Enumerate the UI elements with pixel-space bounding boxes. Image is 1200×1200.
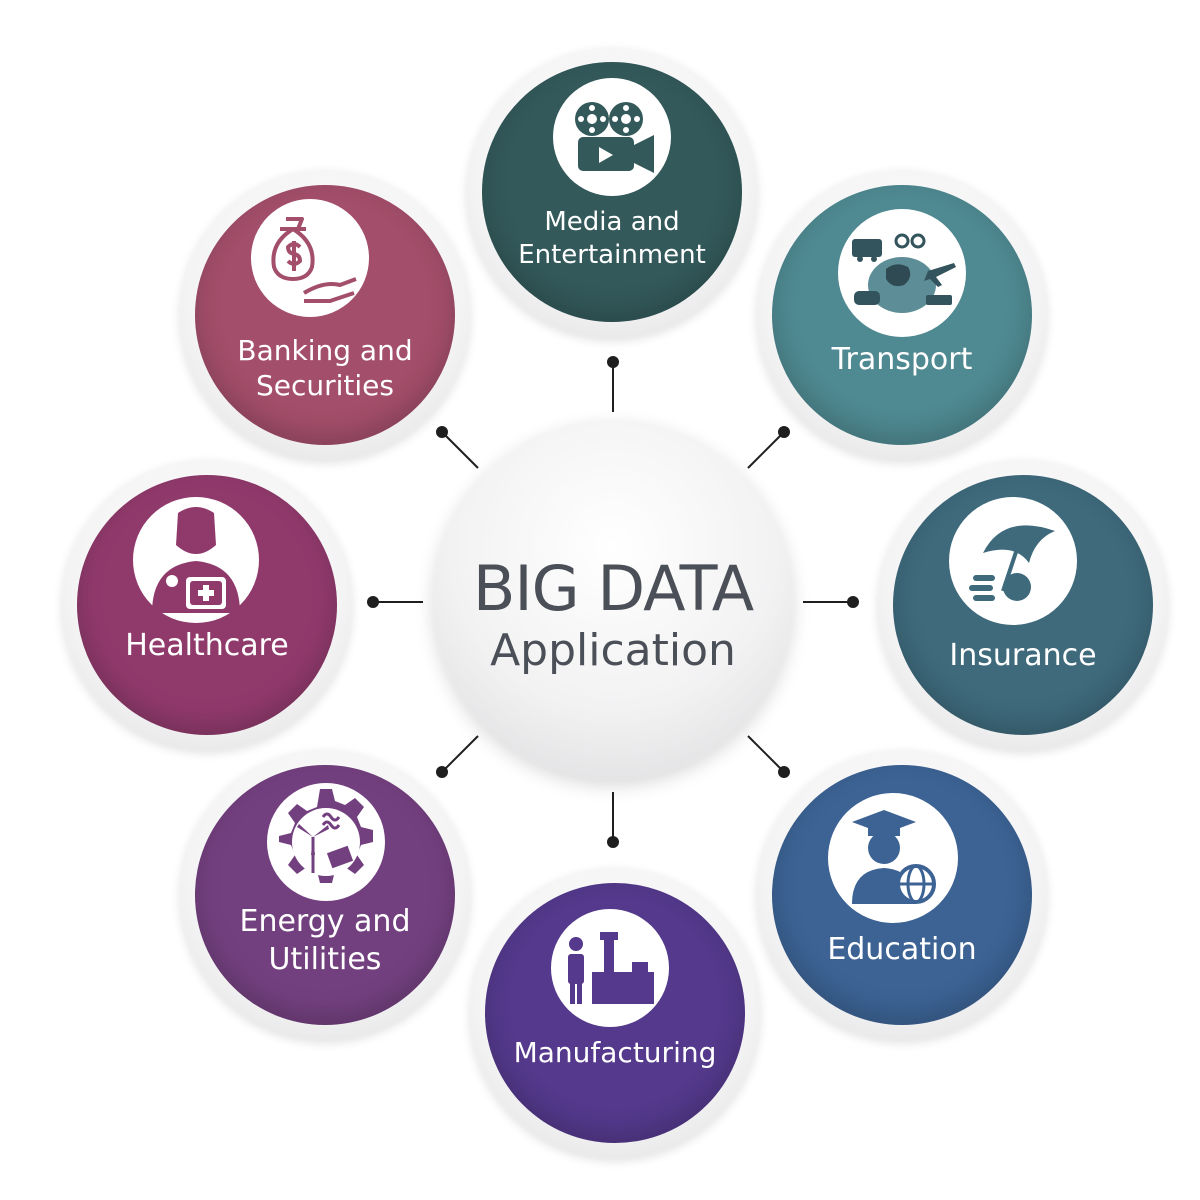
film-camera-icon	[575, 102, 654, 173]
media-node: Media and Entertainment	[482, 62, 742, 322]
banking-label: Banking and Securities	[237, 334, 413, 402]
energy-label: Energy and Utilities	[239, 904, 411, 977]
connector-top-left	[441, 431, 479, 469]
transport-node: Transport	[772, 185, 1032, 445]
media-label: Media and Entertainment	[518, 207, 706, 270]
energy-node: Energy and Utilities	[195, 765, 455, 1025]
doctor-medkit-icon	[152, 507, 240, 613]
education-node: Education	[772, 765, 1032, 1025]
gear-windmill-icon	[279, 789, 373, 883]
center-hub	[433, 420, 793, 780]
transport-label: Transport	[831, 342, 973, 377]
insurance-label: Insurance	[949, 638, 1097, 673]
center-title: BIG DATA	[472, 552, 754, 625]
center-subtitle: Application	[490, 625, 736, 676]
graduate-globe-icon	[852, 810, 936, 904]
manufacturing-label: Manufacturing	[513, 1036, 717, 1069]
umbrella-coins-icon	[969, 525, 1055, 601]
education-label: Education	[827, 932, 977, 967]
healthcare-node: Healthcare	[77, 475, 337, 735]
connector-top-right	[747, 431, 785, 469]
healthcare-label: Healthcare	[125, 628, 289, 663]
insurance-node: Insurance	[893, 475, 1153, 735]
globe-transport-icon	[852, 233, 956, 313]
factory-machine-icon	[568, 932, 654, 1004]
manufacturing-node: Manufacturing	[485, 883, 745, 1143]
banking-node: Banking and Securities	[195, 185, 455, 445]
connector-bottom-left	[441, 735, 479, 773]
connector-bottom-right	[747, 735, 785, 773]
money-bag-hand-icon	[271, 217, 357, 303]
